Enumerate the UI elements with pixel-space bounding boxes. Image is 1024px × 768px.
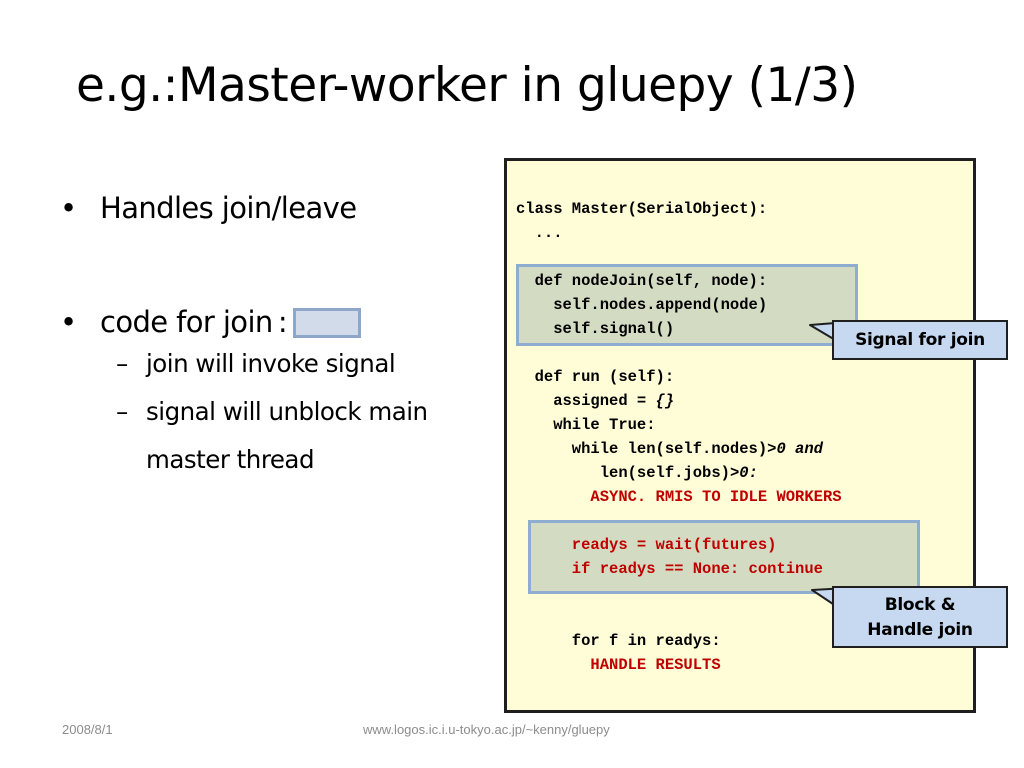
callout-text: Signal for join <box>855 330 985 350</box>
code-highlight-block <box>528 520 920 594</box>
sub-bullet-text: master thread <box>146 445 315 474</box>
bullet-marker: • <box>60 191 77 225</box>
sub-bullet-dash: – <box>116 397 128 426</box>
bullet-code-for-join: • code for join : <box>58 304 488 340</box>
code-line: for f in readys: <box>516 632 721 650</box>
bullet-list: • Handles join/leave • code for join : –… <box>58 190 488 484</box>
code-line: ASYNC. RMIS TO IDLE WORKERS <box>516 488 842 506</box>
code-line: assigned = <box>516 392 656 410</box>
code-line: self.signal() <box>516 320 675 338</box>
slide-title: e.g.:Master-worker in gluepy (1/3) <box>76 58 858 113</box>
code-line: while True: <box>516 416 656 434</box>
code-fragment: >0 and <box>767 440 823 458</box>
footer-date: 2008/8/1 <box>62 722 113 737</box>
code-line: ... <box>516 224 563 242</box>
code-line: self.nodes.append(node) <box>516 296 768 314</box>
code-fragment: {} <box>655 392 675 410</box>
sub-bullet-invoke-signal: – join will invoke signal <box>58 340 488 388</box>
sub-bullet-continuation: master thread <box>58 436 488 484</box>
bullet-text: Handles join/leave <box>100 191 357 225</box>
code-line: if readys == None: continue <box>516 560 823 578</box>
callout-text: Block & <box>884 595 956 615</box>
sub-bullet-text: signal will unblock main <box>146 397 428 426</box>
callout-text: Handle join <box>867 620 973 640</box>
code-line: while len(self.nodes) <box>516 440 768 458</box>
sub-bullet-unblock-main: – signal will unblock main <box>58 388 488 436</box>
callout-signal-for-join: Signal for join <box>832 320 1008 360</box>
code-line: HANDLE RESULTS <box>516 656 721 674</box>
code-fragment: >0: <box>729 464 758 482</box>
code-line: len(self.jobs) <box>516 464 730 482</box>
code-line: def nodeJoin(self, node): <box>516 272 768 290</box>
code-line: def run (self): <box>516 368 675 386</box>
code-listing: class Master(SerialObject): ... def node… <box>516 197 842 677</box>
join-highlight-swatch <box>293 308 362 338</box>
footer-url: www.logos.ic.i.u-tokyo.ac.jp/~kenny/glue… <box>363 722 610 737</box>
sub-bullet-dash: – <box>116 349 128 378</box>
code-line: readys = wait(futures) <box>516 536 777 554</box>
code-highlight-join <box>516 264 858 346</box>
bullet-marker: • <box>60 305 77 339</box>
callout-block-handle-join: Block & Handle join <box>832 586 1008 648</box>
sub-bullet-text: join will invoke signal <box>146 349 396 378</box>
code-line: class Master(SerialObject): <box>516 200 768 218</box>
bullet-handles-join-leave: • Handles join/leave <box>58 190 488 226</box>
bullet-text: code for join : <box>100 305 288 339</box>
